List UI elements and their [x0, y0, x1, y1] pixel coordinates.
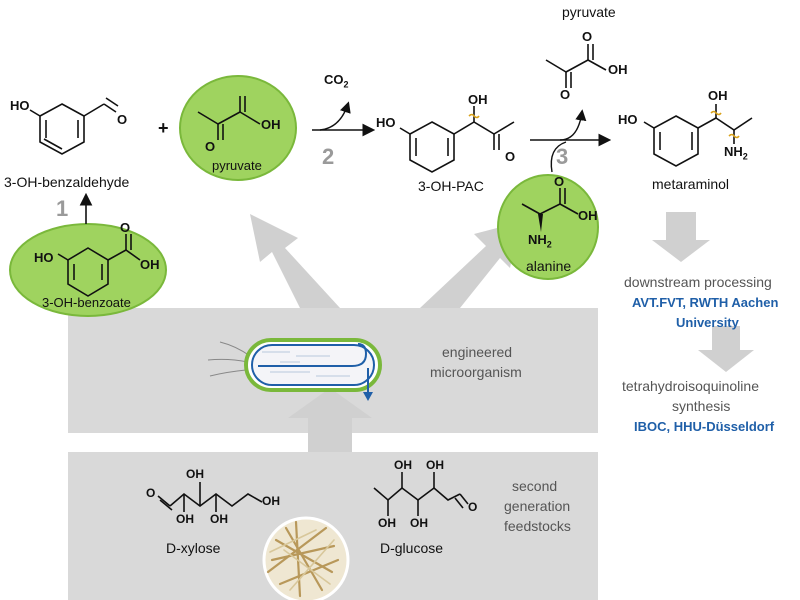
atom-oh: OH [186, 467, 204, 481]
straw-photo [262, 516, 350, 600]
atom-oh: OH [210, 512, 228, 526]
atom-oh: OH [708, 88, 728, 103]
step-1: 1 [56, 196, 69, 221]
atom-oh: OH [578, 208, 598, 223]
label-benzoate: 3-OH-benzoate [42, 295, 131, 310]
label-feedstock-3: feedstocks [504, 518, 571, 534]
label-alanine: alanine [526, 258, 572, 274]
atom-oh: OH [468, 92, 488, 107]
xylose-structure [157, 482, 263, 512]
step-2: 2 [322, 144, 335, 169]
atom-nh2: NH2 [528, 232, 552, 250]
label-pyruvate-bubble: pyruvate [212, 158, 262, 173]
label-organism-1: engineered [442, 344, 513, 360]
atom-oh: OH [394, 458, 412, 472]
atom-nh2: NH2 [724, 144, 748, 162]
atom-o: O [505, 149, 516, 164]
label-downstream: downstream processing [624, 274, 772, 290]
pyruvate-bubble [179, 75, 297, 181]
pac-structure [399, 106, 515, 173]
atom-oh: OH [261, 117, 281, 132]
reaction-arrow-3 [530, 109, 612, 173]
atom-o: O [146, 486, 156, 500]
label-xylose: D-xylose [166, 540, 221, 556]
label-synthesis-1: tetrahydroisoquinoline [622, 378, 759, 394]
atom-o: O [205, 139, 216, 154]
label-pac: 3-OH-PAC [418, 178, 484, 194]
atom-oh: OH [608, 62, 628, 77]
atom-oh: OH [140, 257, 160, 272]
reaction-arrow-2 [312, 101, 376, 137]
pyruvate-structure [197, 96, 261, 140]
alanine-bubble [497, 174, 599, 280]
atom-oh: OH [378, 516, 396, 530]
atom-ho: HO [34, 250, 54, 265]
label-feedstock-2: generation [504, 498, 571, 514]
benzoate-structure [57, 234, 141, 297]
atom-oh: OH [426, 458, 444, 472]
atom-o: O [120, 220, 131, 235]
downstream-affiliation-1: AVT.FVT, RWTH Aachen [632, 295, 779, 310]
glucose-structure [373, 472, 469, 516]
step-3: 3 [556, 144, 569, 169]
atom-o: O [117, 112, 128, 127]
label-metaraminol: metaraminol [652, 176, 730, 192]
benzoate-bubble [9, 223, 167, 317]
atom-o: O [554, 174, 565, 189]
plus-sign: + [158, 118, 169, 138]
atom-o: O [560, 87, 571, 102]
atom-oh: OH [176, 512, 194, 526]
atom-ho: HO [10, 98, 30, 113]
benzaldehyde-structure [29, 97, 119, 155]
atom-oh: OH [410, 516, 428, 530]
synthesis-affiliation: IBOC, HHU-Düsseldorf [634, 419, 775, 434]
microorganism-cell [207, 338, 382, 401]
atom-oh: OH [262, 494, 280, 508]
label-organism-2: microorganism [430, 364, 522, 380]
atom-ho: HO [376, 115, 396, 130]
metaraminol-structure [643, 104, 753, 167]
atom-o: O [468, 500, 478, 514]
atom-ho: HO [618, 112, 638, 127]
label-pyruvate-top: pyruvate [562, 4, 616, 20]
atom-o: O [582, 29, 593, 44]
downstream-affiliation-2: University [676, 315, 739, 330]
pyruvate-top-structure [545, 44, 607, 88]
alanine-structure [521, 188, 579, 232]
label-benzaldehyde: 3-OH-benzaldehyde [4, 174, 130, 190]
label-feedstock-1: second [512, 478, 558, 494]
label-glucose: D-glucose [380, 540, 444, 556]
grey-block-arrows [250, 212, 754, 452]
label-co2: CO2 [324, 72, 349, 90]
label-synthesis-2: synthesis [672, 398, 731, 414]
